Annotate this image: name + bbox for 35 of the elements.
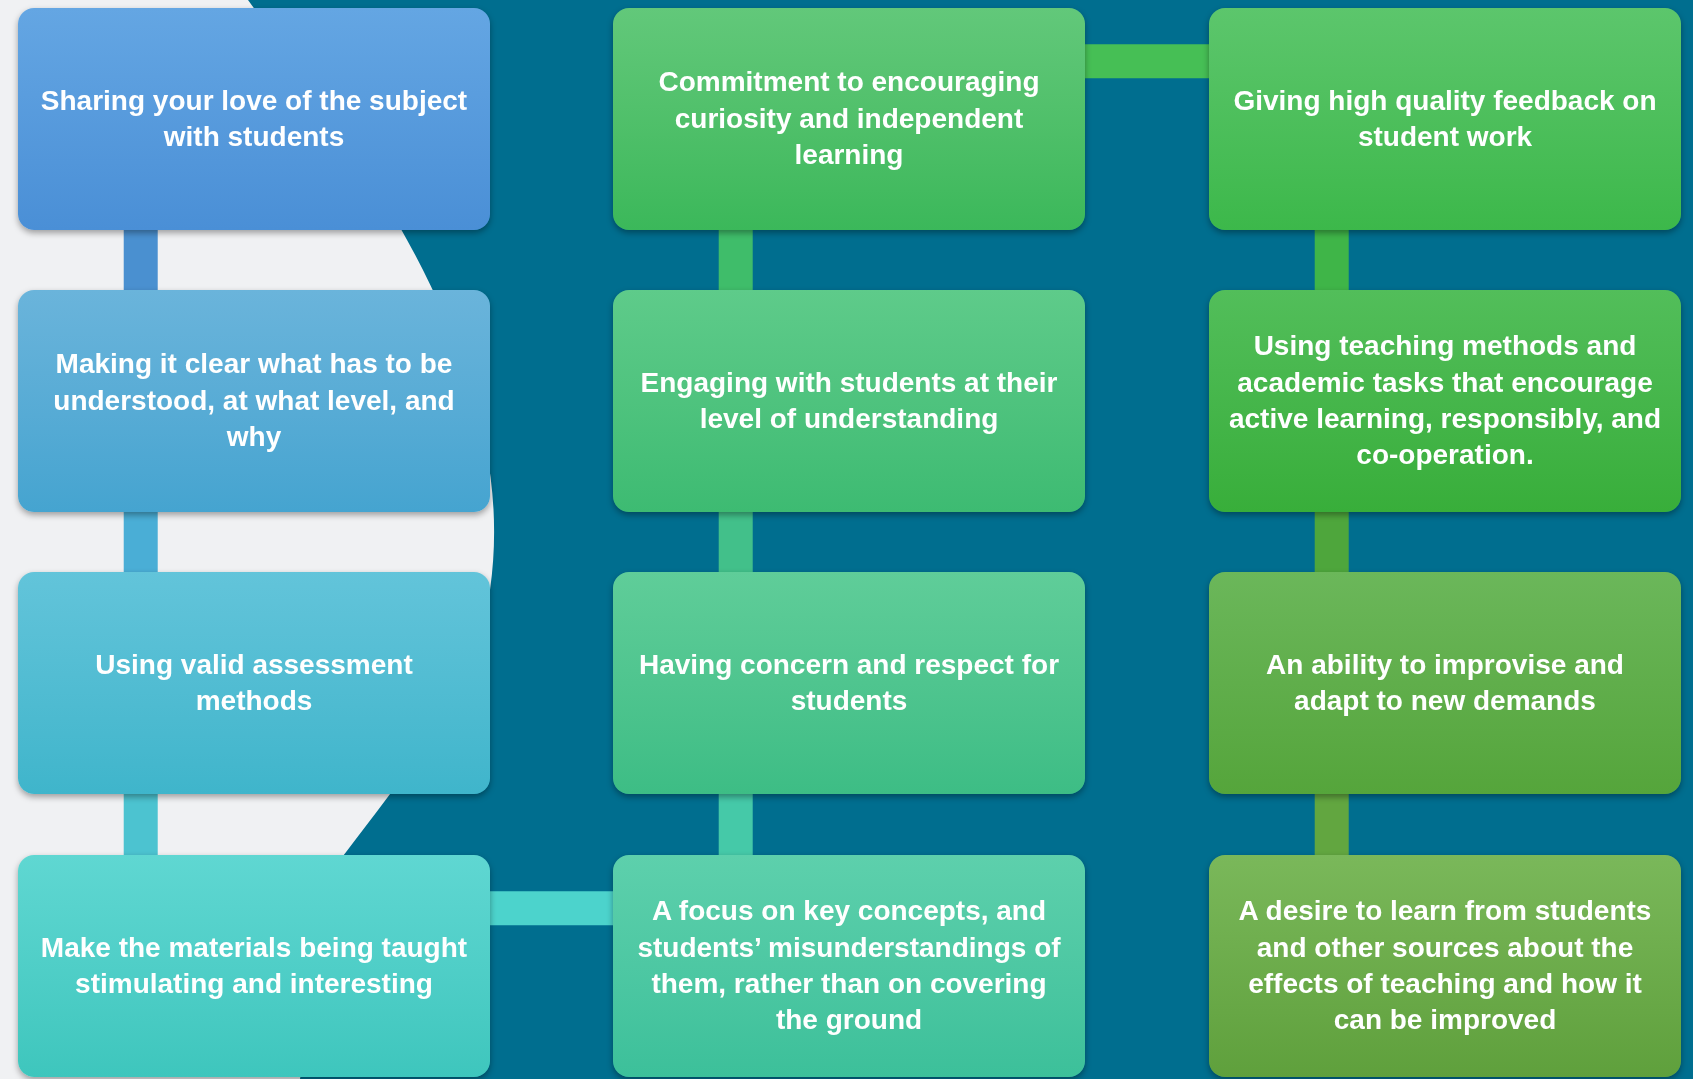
rounded-box <box>1209 572 1681 794</box>
box-text: A focus on key concepts, and students’ misunderstandings of them, rather than on covering the ground <box>636 894 1062 1038</box>
box-text: Making it clear what has to be understood, at what level, and why <box>52 347 456 455</box>
box-text: Giving high quality feedback on student work <box>1232 83 1658 154</box>
rounded-box <box>613 572 1085 794</box>
rounded-box <box>613 855 1085 1077</box>
box-text: Using teaching methods and academic tasks that encourage active learning, responsibly, and co-operation. <box>1227 329 1663 473</box>
box-text: Commitment to encouraging curiosity and independent learning <box>657 65 1041 173</box>
box-text: Using valid assessment methods <box>94 647 414 718</box>
rounded-box <box>1209 855 1681 1077</box>
rounded-box <box>1209 290 1681 512</box>
rounded-box <box>18 290 490 512</box>
rounded-box <box>613 8 1085 230</box>
rounded-box <box>1209 8 1681 230</box>
rounded-box <box>613 290 1085 512</box>
box-text: Make the materials being taught stimulating and interesting <box>39 930 469 1001</box>
rounded-box <box>18 8 490 230</box>
rounded-box <box>18 572 490 794</box>
box-text: Engaging with students at their level of understanding <box>639 365 1059 436</box>
connector-bar <box>718 794 753 855</box>
box-text: A desire to learn from students and other sources about the effects of teaching and how it can be improved <box>1237 894 1653 1038</box>
connector-bar <box>1314 230 1349 290</box>
connector-bar <box>1314 512 1349 572</box>
connector-bar <box>490 891 613 926</box>
connector-bar <box>718 230 753 290</box>
connector-bar <box>718 512 753 572</box>
connector-bar <box>123 512 158 572</box>
box-text: Having concern and respect for students <box>637 647 1061 718</box>
box-text: Sharing your love of the subject with students <box>39 83 469 154</box>
rounded-box <box>18 855 490 1077</box>
connector-bar <box>123 794 158 855</box>
connector-bar <box>1314 794 1349 855</box>
connector-bar <box>123 230 158 290</box>
connector-bar <box>1085 44 1209 79</box>
box-text: An ability to improvise and adapt to new demands <box>1265 647 1625 718</box>
